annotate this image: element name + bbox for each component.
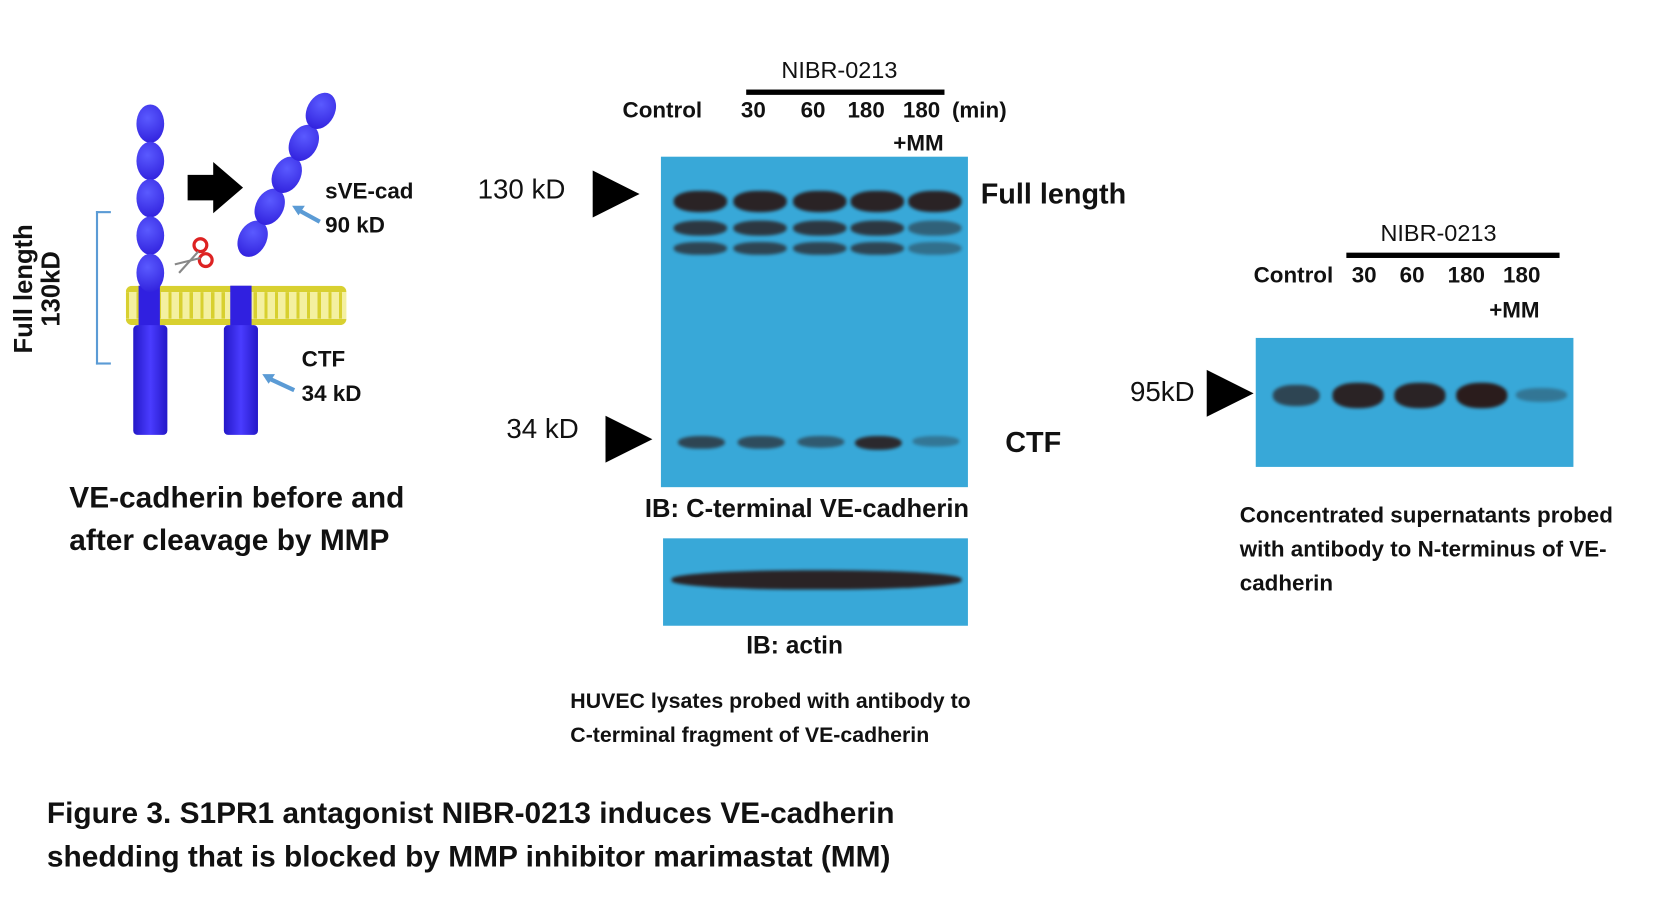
ec-domain-bead	[136, 104, 165, 143]
actin-label: IB: actin	[746, 631, 843, 659]
blot-band	[1456, 382, 1508, 409]
blot-band	[797, 435, 845, 449]
lysate-caption: HUVEC lysates probed with antibody to C-t…	[570, 684, 970, 752]
130kd-text: 130kD	[37, 251, 67, 327]
cytoplasmic-domain-left	[133, 325, 168, 435]
marker-130: 130 kD	[477, 172, 566, 205]
blot-band	[908, 241, 962, 255]
blot-band	[673, 190, 728, 213]
lane-label: Control	[1253, 263, 1334, 288]
caption-line: Figure 3. S1PR1 antagonist NIBR-0213 ind…	[46, 796, 895, 830]
blot-band	[1272, 384, 1320, 406]
treatment-bar	[1346, 252, 1560, 258]
arrow-right-icon	[187, 162, 244, 214]
blot-band	[912, 435, 960, 447]
sve-cad-kd: 90 kD	[325, 213, 385, 238]
blot-band	[733, 220, 787, 236]
diagram-caption: VE-cadherin before and after cleavage by …	[69, 477, 404, 562]
treatment-label: NIBR-0213	[1380, 219, 1497, 247]
marker-arrow-icon	[592, 170, 640, 218]
tm-domain-left	[138, 285, 160, 329]
lane-label: 60	[1399, 263, 1425, 288]
caption-line: after cleavage by MMP	[69, 523, 390, 557]
unit-label: (min)	[951, 98, 1007, 123]
marker-95: 95kD	[1129, 375, 1195, 408]
supernatant-caption: Concentrated supernatants probed with ant…	[1240, 499, 1613, 601]
mm-label: +MM	[1489, 298, 1540, 323]
figure-caption: Figure 3. S1PR1 antagonist NIBR-0213 ind…	[47, 791, 895, 878]
ec-domain-bead	[136, 253, 165, 293]
lane-label: 180	[847, 98, 885, 123]
bracket	[95, 211, 111, 365]
blot-band	[733, 241, 787, 255]
full-length-band-label: Full length	[980, 178, 1127, 211]
blot-band	[673, 241, 728, 255]
caption-line: HUVEC lysates probed with antibody to	[570, 689, 971, 714]
lane-label: 180	[1447, 263, 1485, 288]
blot-band	[793, 220, 847, 236]
marker-arrow-icon	[1206, 369, 1254, 417]
full-length-text: Full length	[9, 224, 39, 354]
western-blot-actin	[663, 538, 968, 626]
mm-label: +MM	[893, 131, 944, 156]
lane-label: 180	[1503, 263, 1541, 288]
pointer-arrow-icon	[262, 374, 296, 393]
blot-band	[908, 190, 962, 213]
caption-line: VE-cadherin before and	[69, 480, 405, 514]
blot-band	[1515, 387, 1568, 402]
blot-band	[737, 435, 785, 449]
scissors-icon	[174, 237, 214, 274]
blot-band	[850, 241, 904, 255]
western-blot-supernatant	[1255, 337, 1574, 467]
blot-band	[1394, 383, 1446, 408]
ctf-cylinder	[223, 325, 258, 435]
ctf-label: CTF	[301, 347, 346, 373]
blot-band	[850, 220, 904, 236]
blot-band	[673, 220, 728, 236]
blot-band	[671, 570, 962, 590]
ec-domain-bead	[136, 179, 165, 218]
caption-line: with antibody to N-terminus of VE-	[1239, 537, 1607, 562]
ctf-kd: 34 kD	[301, 381, 362, 407]
blot-band	[793, 190, 847, 213]
ctf-band-label: CTF	[1005, 426, 1062, 459]
lane-label: Control	[622, 98, 703, 123]
treatment-bar	[746, 89, 945, 95]
caption-line: C-terminal fragment of VE-cadherin	[570, 723, 930, 748]
caption-line: shedding that is blocked by MMP inhibito…	[46, 840, 891, 874]
lane-label: 180	[902, 98, 941, 123]
blot-band	[908, 220, 962, 236]
blot-band	[1332, 383, 1384, 408]
marker-arrow-icon	[605, 415, 653, 463]
tm-domain-right	[230, 285, 252, 329]
ec-domain-bead	[136, 216, 165, 255]
caption-line: cadherin	[1239, 571, 1334, 596]
sve-cad-label: sVE-cad	[325, 179, 414, 204]
blot-band	[793, 241, 847, 255]
lane-label: 30	[740, 98, 766, 123]
treatment-label: NIBR-0213	[781, 56, 898, 84]
pointer-arrow-icon	[292, 205, 321, 224]
caption-line: Concentrated supernatants probed	[1239, 503, 1613, 528]
blot-band	[677, 435, 725, 449]
lane-label: 60	[800, 98, 826, 123]
blot-band	[733, 190, 787, 213]
ec-domain-bead	[136, 141, 165, 181]
blot-band	[850, 190, 904, 213]
ib-label: IB: C-terminal VE-cadherin	[644, 494, 970, 524]
marker-34: 34 kD	[506, 412, 579, 445]
western-blot-ve-cadherin	[660, 156, 968, 488]
blot-band	[854, 435, 902, 451]
lane-label: 30	[1351, 263, 1377, 288]
